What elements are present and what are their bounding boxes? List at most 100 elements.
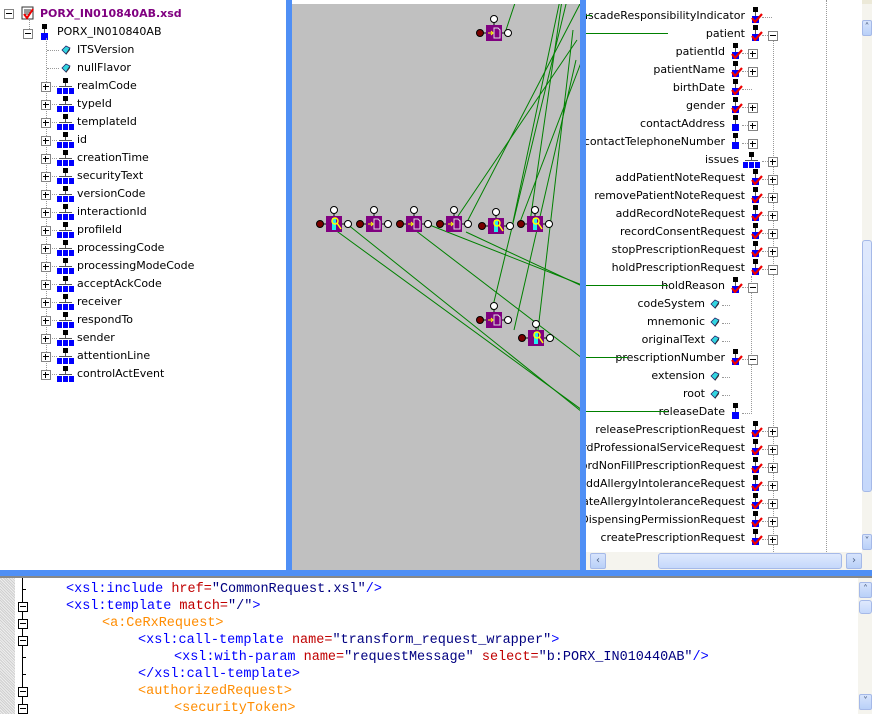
tree-child-label[interactable]: id [77, 133, 88, 146]
left-splitter[interactable] [286, 0, 292, 570]
dest-node-label[interactable]: releaseDate [658, 405, 725, 418]
hscroll-thumb[interactable] [658, 553, 842, 569]
dest-node-label[interactable]: updateAllergyIntoleranceRequest [586, 495, 745, 508]
toggle-updateAllergyIntoleranceRequest-button[interactable] [768, 499, 778, 509]
dest-node-label[interactable]: createPrescriptionRequest [600, 531, 746, 544]
tree-child-label[interactable]: receiver [77, 295, 122, 308]
tree-child-label[interactable]: securityText [77, 169, 144, 182]
expand-realmCode-button[interactable] [41, 82, 51, 92]
dest-node-label[interactable]: patientName [653, 63, 725, 76]
expand-processingModeCode-button[interactable] [41, 262, 51, 272]
dest-node-label[interactable]: cascadeResponsibilityIndicator [586, 9, 745, 22]
tree-child-label[interactable]: interactionId [77, 205, 147, 218]
expand-receiver-button[interactable] [41, 298, 51, 308]
dest-node-label[interactable]: originalText [641, 333, 705, 346]
dest-node-label[interactable]: holdReason [661, 279, 725, 292]
toggle-patient-button[interactable] [768, 31, 778, 41]
fold-toggle-button[interactable] [18, 619, 28, 629]
code-line[interactable]: <authorizedRequest> [138, 683, 292, 700]
toggle-gender-button[interactable] [748, 103, 758, 113]
toggle-issues-button[interactable] [768, 157, 778, 167]
horizontal-splitter[interactable] [0, 570, 872, 576]
code-line[interactable]: <xsl:call-template name="transform_reque… [138, 632, 559, 649]
mapping-link[interactable] [426, 223, 580, 285]
dest-node-label[interactable]: root [682, 387, 705, 400]
tree-child-label[interactable]: typeId [77, 97, 112, 110]
dest-node-label[interactable]: birthDate [672, 81, 725, 94]
toggle-addAllergyIntoleranceRequest-button[interactable] [768, 481, 778, 491]
fold-toggle-button[interactable] [18, 636, 28, 646]
toggle-addNonDispensingPermissionRequest-button[interactable] [768, 517, 778, 527]
scroll-down-button[interactable]: ˅ [862, 534, 872, 550]
mapping-link[interactable] [466, 0, 580, 223]
dest-node-label[interactable]: addAllergyIntoleranceRequest [586, 477, 745, 490]
mapping-link[interactable] [505, 0, 517, 31]
dest-node-label[interactable]: patient [705, 27, 745, 40]
code-line[interactable]: <a:CeRxRequest> [102, 615, 224, 632]
expand-controlActEvent-button[interactable] [41, 370, 51, 380]
tree-attribute-label[interactable]: nullFlavor [77, 61, 131, 74]
mapping-link[interactable] [346, 223, 580, 412]
dest-node-label[interactable]: extension [651, 369, 705, 382]
expand-profileId-button[interactable] [41, 226, 51, 236]
code-line[interactable]: <xsl:with-param name="requestMessage" se… [174, 649, 709, 666]
expand-id-button[interactable] [41, 136, 51, 146]
dest-node-label[interactable]: mnemonic [647, 315, 705, 328]
toggle-patientId-button[interactable] [748, 49, 758, 59]
toggle-createPrescriptionRequest-button[interactable] [768, 535, 778, 545]
expand-typeId-button[interactable] [41, 100, 51, 110]
scroll-thumb[interactable] [862, 240, 872, 492]
scroll-up-button[interactable]: ˄ [862, 20, 872, 36]
toggle-addPatientNoteRequest-button[interactable] [768, 175, 778, 185]
expand-creationTime-button[interactable] [41, 154, 51, 164]
tree-child-label[interactable]: realmCode [77, 79, 137, 92]
dest-node-label[interactable]: recordNonFillPrescriptionRequest [586, 459, 745, 472]
expand-templateId-button[interactable] [41, 118, 51, 128]
dest-node-label[interactable]: issues [705, 153, 739, 166]
mapping-link[interactable] [326, 223, 580, 410]
dest-node-label[interactable]: prescriptionNumber [615, 351, 725, 364]
dest-node-label[interactable]: contactTelephoneNumber [586, 135, 725, 148]
expand-acceptAckCode-button[interactable] [41, 280, 51, 290]
toggle-prescriptionNumber-button[interactable] [748, 355, 758, 365]
dest-node-label[interactable]: holdPrescriptionRequest [611, 261, 745, 274]
tree-child-label[interactable]: acceptAckCode [77, 277, 162, 290]
expand-interactionId-button[interactable] [41, 208, 51, 218]
code-line[interactable]: <securityToken> [174, 700, 296, 714]
mapping-link[interactable] [465, 231, 580, 286]
collapse-root-button[interactable] [4, 9, 14, 19]
toggle-releasePrescriptionRequest-button[interactable] [768, 427, 778, 437]
tree-child-label[interactable]: respondTo [77, 313, 134, 326]
expand-securityText-button[interactable] [41, 172, 51, 182]
toggle-recordConsentRequest-button[interactable] [768, 229, 778, 239]
xsl-code-editor[interactable]: <xsl:include href="CommonRequest.xsl"/><… [0, 578, 858, 714]
right-horizontal-scrollbar[interactable]: ‹ › [586, 552, 862, 570]
fold-toggle-button[interactable] [18, 602, 28, 612]
tree-root-label[interactable]: PORX_IN010840AB.xsd [40, 7, 182, 20]
dest-node-label[interactable]: recordConsentRequest [620, 225, 745, 238]
right-splitter[interactable] [580, 0, 586, 570]
tree-child-label[interactable]: profileId [77, 223, 122, 236]
expand-respondTo-button[interactable] [41, 316, 51, 326]
right-vertical-scrollbar[interactable]: ˄ ˅ [862, 4, 872, 570]
expand-attentionLine-button[interactable] [41, 352, 51, 362]
dest-node-label[interactable]: gender [686, 99, 725, 112]
dest-node-label[interactable]: contactAddress [640, 117, 725, 130]
dest-node-label[interactable]: addRecordNoteRequest [615, 207, 745, 220]
expand-sender-button[interactable] [41, 334, 51, 344]
dest-node-label[interactable]: codeSystem [637, 297, 705, 310]
code-scroll-up[interactable]: ˄ [859, 582, 872, 598]
dest-node-label[interactable]: removePatientNoteRequest [594, 189, 745, 202]
mapping-link[interactable] [453, 39, 578, 223]
tree-child-label[interactable]: templateId [77, 115, 137, 128]
toggle-holdPrescriptionRequest-button[interactable] [768, 265, 778, 275]
code-scroll-thumb[interactable] [859, 600, 872, 614]
fold-toggle-button[interactable] [18, 687, 28, 697]
mapping-link[interactable] [537, 29, 574, 331]
tree-child-label[interactable]: controlActEvent [77, 367, 165, 380]
dest-node-label[interactable]: stopPrescriptionRequest [611, 243, 745, 256]
destination-schema-tree[interactable]: cascadeResponsibilityIndicator patient pat… [586, 0, 862, 552]
mapping-link[interactable] [406, 223, 580, 358]
toggle-recordNonFillPrescriptionRequest-button[interactable] [768, 463, 778, 473]
